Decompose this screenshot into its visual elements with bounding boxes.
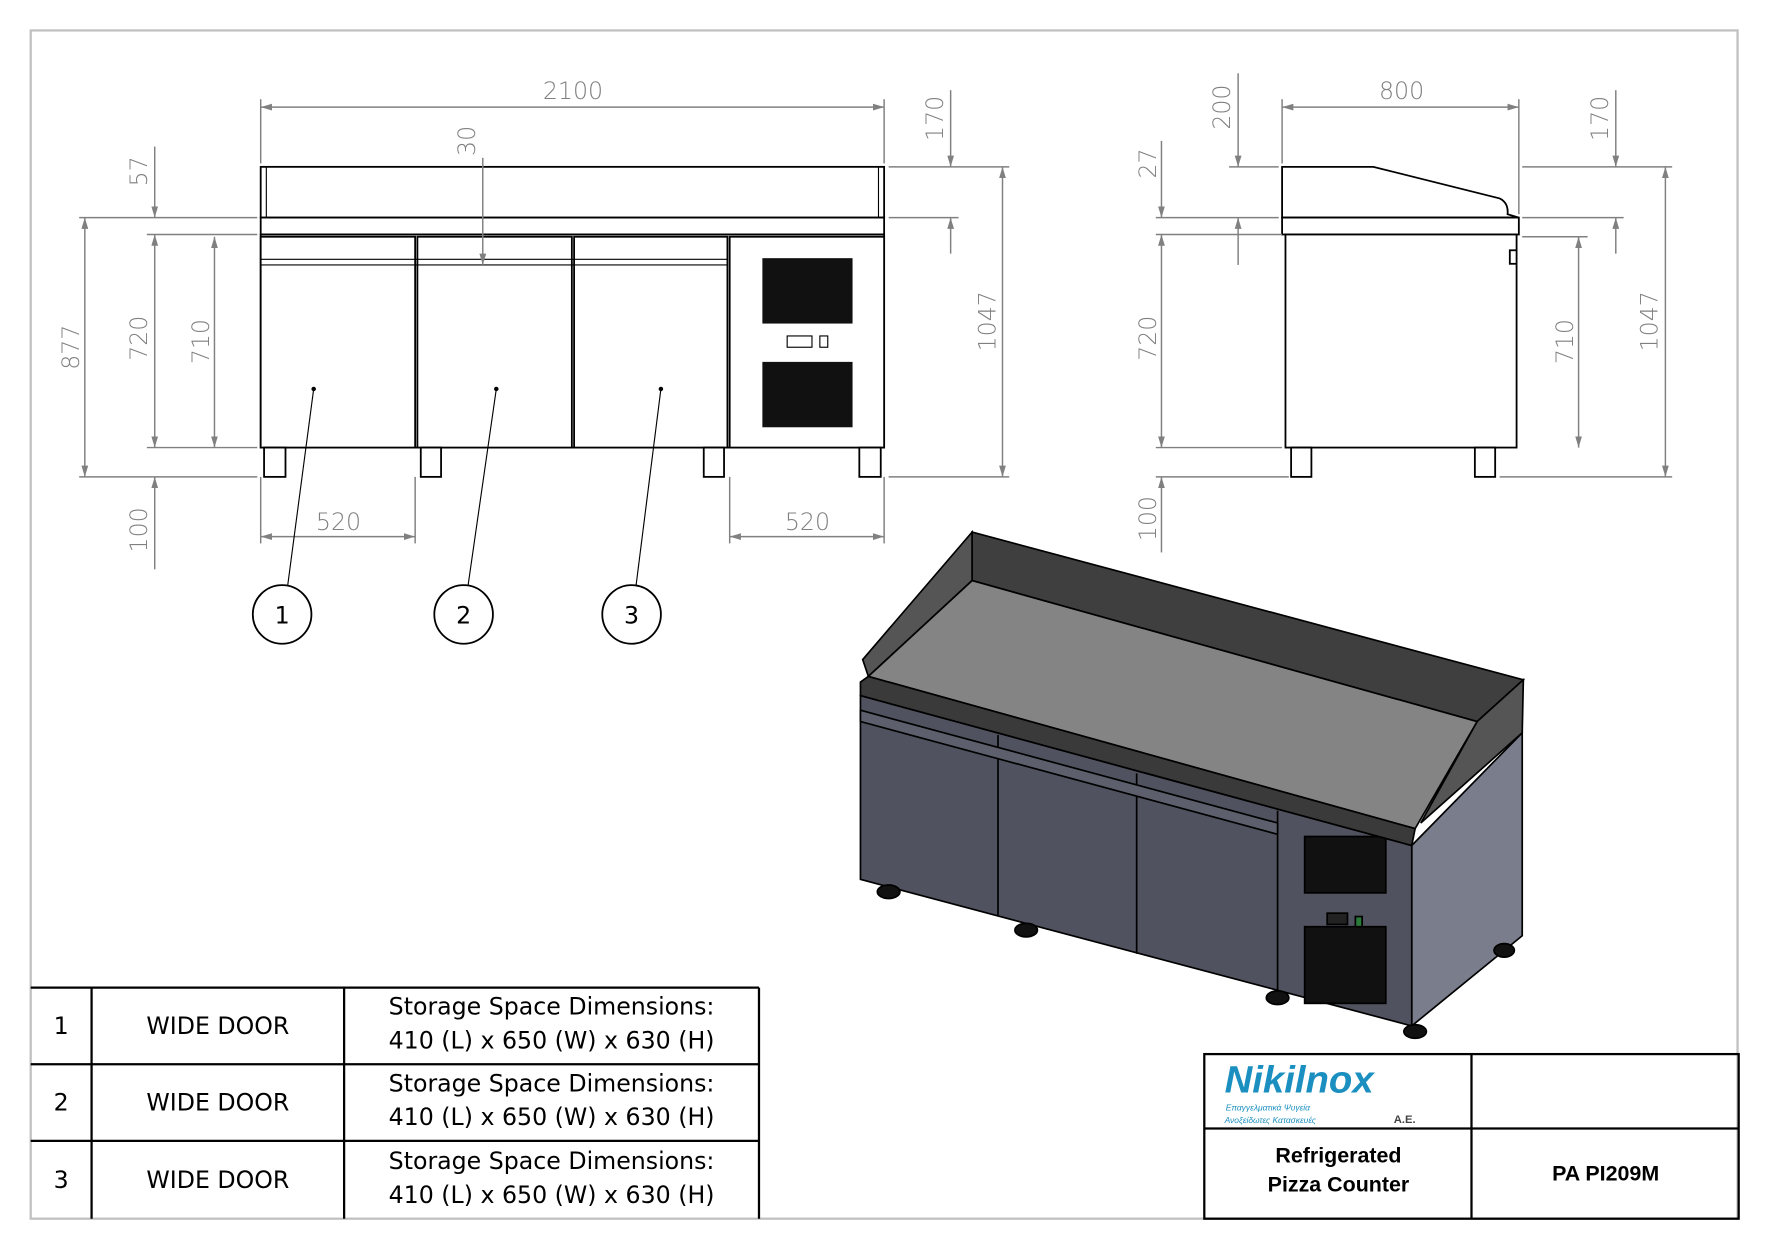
vent-grille-icon (1303, 925, 1387, 1005)
dim-710-side: 710 (1551, 319, 1579, 364)
vent-grille-icon (762, 361, 853, 428)
dim-170-side: 170 (1586, 96, 1614, 141)
row-number: 2 (54, 1088, 69, 1116)
row-number: 3 (54, 1166, 69, 1194)
door-1 (259, 235, 417, 449)
dim-170: 170 (921, 96, 949, 141)
dim-1047-side: 1047 (1636, 291, 1664, 351)
parts-table: 1 WIDE DOOR Storage Space Dimensions: 41… (30, 986, 761, 1219)
logo-brand: Nikilnox (1225, 1058, 1376, 1101)
dim-27: 27 (1134, 148, 1162, 178)
sheet-border (29, 29, 1739, 1220)
row-part-name: WIDE DOOR (146, 1166, 289, 1194)
dim-2100: 2100 (543, 77, 603, 105)
dim-520-door: 520 (316, 508, 361, 536)
product-title-line1: Refrigerated (1275, 1143, 1401, 1167)
balloon-label: 2 (456, 601, 471, 629)
dim-720: 720 (125, 316, 153, 361)
dim-720-side: 720 (1134, 316, 1162, 361)
isometric-view (859, 529, 1526, 1040)
logo-suffix: A.E. (1394, 1114, 1416, 1126)
dim-1047: 1047 (974, 291, 1002, 351)
door-3 (573, 235, 729, 449)
dim-57: 57 (125, 156, 153, 186)
logo-tagline: Ανοξείδωτες Κατασκευές (1224, 1115, 1317, 1125)
dim-30: 30 (453, 126, 481, 156)
vent-grille-icon (762, 258, 853, 324)
table-row: 3 WIDE DOOR Storage Space Dimensions: 41… (54, 1147, 715, 1209)
dim-710: 710 (187, 319, 215, 364)
row-part-name: WIDE DOOR (146, 1088, 289, 1116)
display-icon (1326, 912, 1349, 926)
product-title-line2: Pizza Counter (1268, 1173, 1410, 1197)
dim-520-panel: 520 (785, 508, 830, 536)
side-view: 800 200 27 720 100 170 710 1047 (1134, 73, 1673, 553)
balloon-2: 2 (433, 386, 499, 645)
title-block: Nikilnox A.E. Επαγγελματικά Ψυγεία Ανοξε… (1203, 1052, 1740, 1220)
balloon-label: 1 (275, 601, 290, 629)
dim-200: 200 (1208, 85, 1236, 130)
dim-100-side: 100 (1134, 496, 1162, 541)
table-row: 2 WIDE DOOR Storage Space Dimensions: 41… (54, 1069, 715, 1131)
row-desc-line2: 410 (L) x 650 (W) x 630 (H) (389, 1181, 715, 1209)
door-2 (416, 235, 573, 449)
row-desc-line1: Storage Space Dimensions: (389, 1147, 715, 1175)
row-desc-line1: Storage Space Dimensions: (389, 1069, 715, 1097)
front-view: 2100 30 877 57 720 710 100 170 1047 520 … (57, 77, 1010, 645)
dim-877: 877 (57, 325, 85, 370)
balloon-3: 3 (601, 386, 664, 645)
row-number: 1 (54, 1012, 69, 1040)
balloon-1: 1 (251, 386, 316, 645)
row-desc-line1: Storage Space Dimensions: (389, 993, 715, 1021)
display-icon (786, 335, 813, 348)
nikilnox-logo: Nikilnox A.E. Επαγγελματικά Ψυγεία Ανοξε… (1224, 1058, 1416, 1125)
dim-800: 800 (1379, 77, 1424, 105)
dim-100: 100 (125, 507, 153, 552)
row-desc-line2: 410 (L) x 650 (W) x 630 (H) (389, 1103, 715, 1131)
row-desc-line2: 410 (L) x 650 (W) x 630 (H) (389, 1026, 715, 1054)
balloon-label: 3 (624, 601, 639, 629)
vent-grille-icon (1303, 835, 1387, 894)
row-part-name: WIDE DOOR (146, 1012, 289, 1040)
model-number: PA PI209M (1552, 1161, 1659, 1185)
table-row: 1 WIDE DOOR Storage Space Dimensions: 41… (54, 993, 715, 1055)
logo-tagline: Επαγγελματικά Ψυγεία (1226, 1102, 1311, 1112)
